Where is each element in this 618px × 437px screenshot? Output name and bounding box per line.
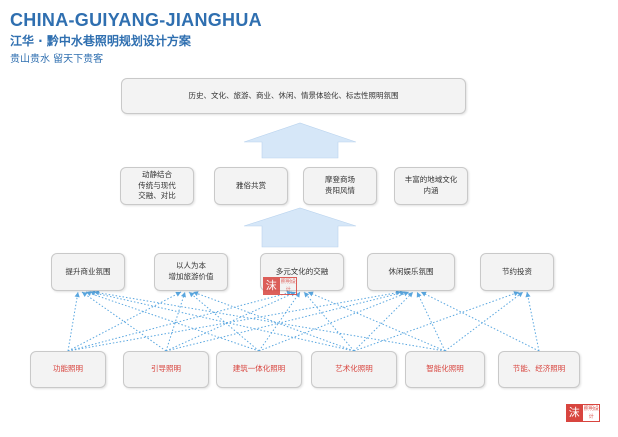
seal-logo-center: 沫 照明设计: [263, 277, 297, 295]
lighting-box-4: 艺术化照明: [311, 351, 397, 388]
dotted-link-3: [67, 291, 402, 352]
seal-right-text: 照明设计: [279, 277, 297, 295]
dotted-link-arrowhead-15: [407, 292, 413, 298]
goal-box-2: 雅俗共赏: [214, 167, 288, 205]
dotted-link-14: [303, 291, 355, 352]
top-goal-box: 历史、文化、旅游、商业、休闲、情景体验化、标志性照明氛围: [121, 78, 466, 114]
lighting-box-1: 功能照明: [30, 351, 106, 388]
seal-left-char: 沫: [566, 404, 583, 422]
dotted-link-arrowhead-18: [308, 291, 314, 297]
lighting-box-6: 节能、经济照明: [498, 351, 580, 388]
dotted-connection-lines: [67, 290, 540, 352]
dotted-link-12: [89, 291, 355, 352]
dotted-link-21: [420, 291, 540, 352]
arrow-up-top: [243, 122, 357, 159]
dotted-link-10: [258, 291, 301, 352]
dotted-link-arrowhead-14: [304, 292, 310, 298]
page-tagline: 贵山贵水 留天下贵客: [10, 54, 104, 65]
dotted-link-arrowhead-22: [525, 292, 531, 298]
value-box-1: 提升商业氛围: [51, 253, 125, 291]
dotted-link-arrowhead-12: [90, 290, 96, 296]
dotted-link-15: [353, 291, 414, 352]
dotted-link-8: [85, 291, 260, 352]
goal-box-4: 丰富的地域文化 内涵: [394, 167, 468, 205]
dotted-link-arrowhead-20: [517, 292, 523, 298]
dotted-link-5: [165, 291, 186, 352]
seal-right-text: 照明设计: [582, 404, 600, 422]
dotted-link-22: [526, 291, 540, 352]
seal-logo-corner: 沫 照明设计: [566, 404, 600, 422]
dotted-link-arrowhead-19: [416, 292, 422, 298]
goal-box-3: 摩登商场 贵阳风情: [303, 167, 377, 205]
arrow-up-middle: [243, 207, 357, 248]
dotted-link-11: [258, 291, 410, 352]
dotted-link-2: [67, 291, 293, 352]
dotted-link-19: [416, 291, 446, 352]
dotted-link-arrowhead-16: [513, 291, 519, 297]
page-title: CHINA-GUIYANG-JIANGHUA: [10, 10, 262, 30]
dotted-link-arrowhead-10: [295, 292, 300, 298]
dotted-link-arrowhead-21: [421, 291, 427, 297]
lighting-box-5: 智能化照明: [405, 351, 485, 388]
dotted-link-20: [444, 291, 524, 352]
page-subtitle: 江华 · 黔中水巷照明规划设计方案: [10, 34, 191, 48]
value-box-5: 节约投资: [480, 253, 554, 291]
dotted-link-arrowhead-3: [395, 290, 401, 296]
value-box-2: 以人为本 增加旅游价值: [154, 253, 228, 291]
seal-left-char: 沫: [263, 277, 280, 295]
dotted-link-0: [67, 291, 79, 352]
value-box-4: 休闲娱乐氛围: [367, 253, 455, 291]
dotted-link-arrowhead-1: [175, 292, 181, 297]
dotted-link-6: [165, 291, 297, 352]
dotted-link-arrowhead-13: [193, 291, 199, 297]
dotted-link-arrowhead-0: [74, 292, 80, 298]
dotted-link-7: [165, 291, 406, 352]
lighting-box-3: 建筑一体化照明: [216, 351, 302, 388]
dotted-link-arrowhead-9: [189, 292, 195, 298]
dotted-link-arrowhead-17: [94, 290, 100, 296]
dotted-link-arrowhead-5: [180, 292, 186, 298]
dotted-link-17: [93, 291, 446, 352]
lighting-box-2: 引导照明: [123, 351, 209, 388]
dotted-link-arrowhead-4: [82, 292, 88, 298]
goal-box-1: 动静结合 传统与现代 交融、对比: [120, 167, 194, 205]
dotted-link-13: [192, 291, 355, 352]
dotted-link-1: [67, 291, 182, 352]
dotted-link-arrowhead-11: [403, 291, 409, 297]
dotted-link-18: [307, 291, 446, 352]
dotted-link-16: [353, 291, 520, 352]
